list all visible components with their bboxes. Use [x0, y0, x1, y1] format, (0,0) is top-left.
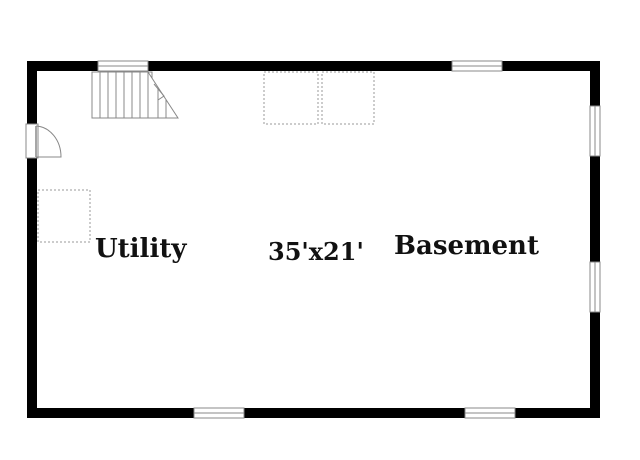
fixture-top-left: [263, 71, 319, 125]
window-right-upper: [589, 105, 601, 157]
window-bottom-left: [193, 407, 245, 419]
door: [25, 123, 62, 159]
window-right-lower: [589, 261, 601, 313]
window-top-right: [451, 60, 503, 72]
exterior-walls: [27, 61, 600, 418]
fixture-top-right: [321, 71, 375, 125]
window-bottom-right: [464, 407, 516, 419]
room-label-basement: Basement: [394, 231, 539, 261]
window-top-left: [97, 60, 149, 72]
fixture-left: [37, 189, 91, 243]
room-dimensions: 35'x21': [268, 237, 364, 266]
room-label-utility: Utility: [95, 234, 187, 264]
staircase: [91, 70, 179, 119]
